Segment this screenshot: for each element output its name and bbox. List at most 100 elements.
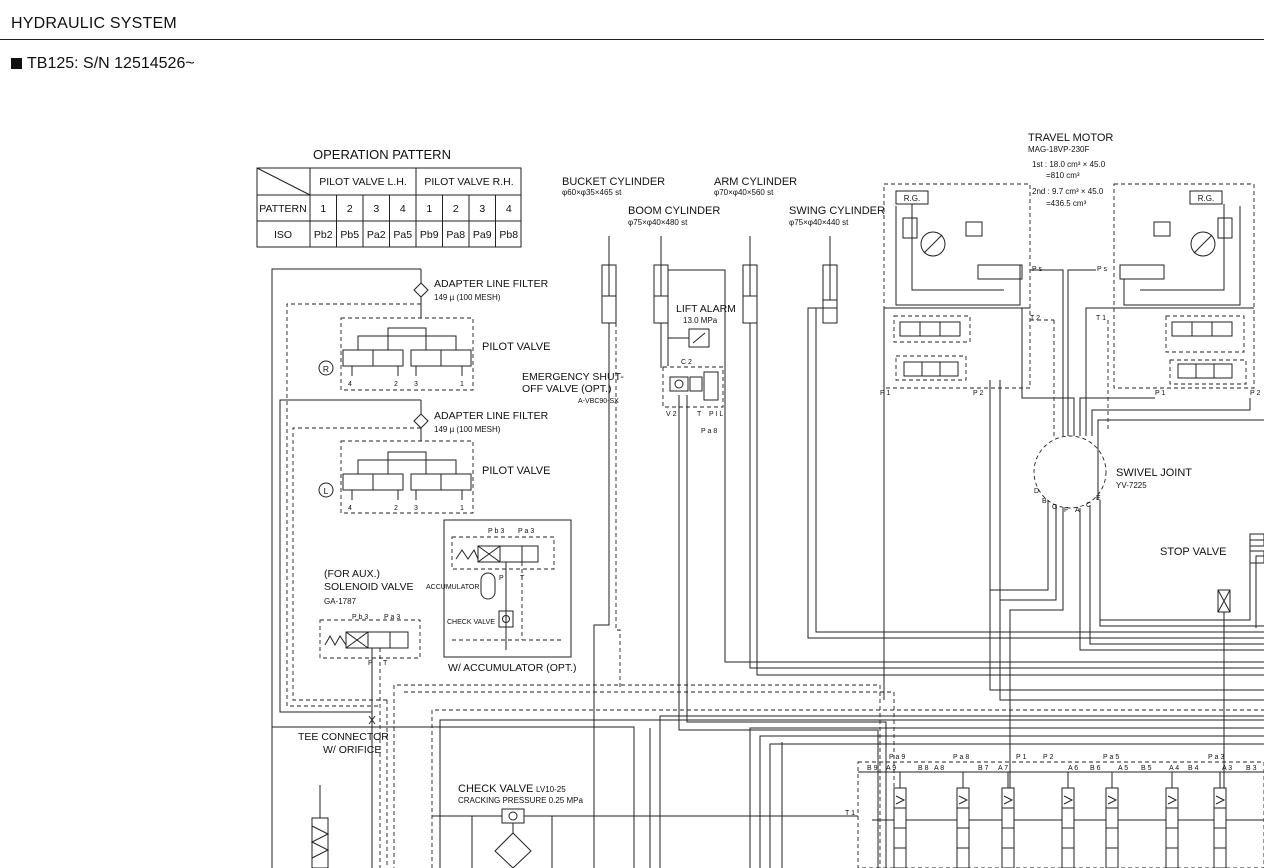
pattern-number-cell: 4 (400, 203, 406, 215)
accum-port-t: T (520, 575, 525, 582)
emergency-port-pa8: P a 8 (701, 428, 717, 435)
swivel-joint-model: YV-7225 (1116, 481, 1147, 490)
main-piping (397, 269, 1264, 868)
emergency-port-v2: V 2 (666, 411, 677, 418)
travel-motor-labels: TRAVEL MOTOR MAG-18VP-230F 1st : 18.0 cm… (1028, 132, 1113, 208)
iso-port-cell: Pa5 (393, 229, 412, 241)
iso-port-cell: Pa9 (473, 229, 492, 241)
swivel-port-label: F (1064, 507, 1068, 514)
section-title: HYDRAULIC SYSTEM (11, 15, 177, 32)
pilot-lower-port-2: 2 (394, 505, 398, 512)
adapter-filter-lower-label: ADAPTER LINE FILTER (434, 410, 549, 422)
bullet-square-icon (11, 58, 22, 69)
iso-port-cell: Pb9 (420, 229, 439, 241)
left-side-marker-icon (318, 482, 334, 498)
control-valve-port-label: B 8 (918, 765, 929, 772)
header-rule (0, 39, 1264, 40)
swivel-port-label: C (1086, 502, 1091, 509)
control-valve-port-label: B 5 (1141, 765, 1152, 772)
control-valve-port-label: B 4 (1188, 765, 1199, 772)
check-valve: CHECK VALVE LV10-25 CRACKING PRESSURE 0.… (432, 783, 858, 868)
adapter-filter-lower-icon (413, 413, 429, 429)
pattern-number-cell: 3 (373, 203, 379, 215)
travel-port-p2-right: P 2 (1250, 390, 1260, 397)
travel-motor-2nd-a: 2nd : 9.7 cm³ × 45.0 (1032, 187, 1104, 196)
control-valve-port-label: A 4 (1169, 765, 1179, 772)
pattern-number-cell: 1 (426, 203, 432, 215)
control-valve-port-label: A 5 (1118, 765, 1128, 772)
boom-cylinder-spec: φ75×φ40×480 st (628, 218, 688, 227)
solenoid-port-pb3: P b 3 (352, 614, 368, 621)
pilot-lower-port-3: 3 (414, 505, 418, 512)
pilot-circuit: ADAPTER LINE FILTER 149 µ (100 MESH) 4 2… (271, 268, 635, 868)
control-valve-port-label: B 3 (1246, 765, 1257, 772)
travel-port-p1-left: P 1 (880, 390, 890, 397)
arm-cylinder-spec: φ70×φ40×560 st (714, 188, 774, 197)
check-valve-icon (501, 808, 525, 824)
travel-port-ps-right: P s (1097, 266, 1107, 273)
solenoid-port-p: P (368, 660, 373, 667)
pilot-upper-port-3: 3 (414, 381, 418, 388)
adapter-filter-upper-spec: 149 µ (100 MESH) (434, 293, 501, 302)
accum-check-valve-label: CHECK VALVE (447, 619, 495, 626)
rg-label-right: R.G. (1198, 194, 1214, 203)
control-valve-port-label: B 6 (1090, 765, 1101, 772)
lift-alarm-label: LIFT ALARM (676, 303, 736, 315)
model-line: TB125: S/N 12514526~ (11, 55, 195, 73)
pattern-number-cell: 1 (320, 203, 326, 215)
pilot-upper-port-1: 1 (460, 381, 464, 388)
stop-valve-label: STOP VALVE (1160, 546, 1226, 558)
tee-connector-line2: W/ ORIFICE (323, 744, 381, 756)
travel-motor-2nd-b: =436.5 cm³ (1046, 199, 1087, 208)
bucket-cylinder-symbol (601, 236, 617, 324)
iso-port-cell: Pa8 (446, 229, 465, 241)
swivel-port-label: B (1042, 498, 1047, 505)
emergency-valve-line2: OFF VALVE (OPT.) (522, 383, 611, 395)
control-valve-port-label: P a 5 (1103, 754, 1119, 761)
row-label-iso: ISO (274, 229, 292, 241)
iso-port-cell: Pb5 (340, 229, 359, 241)
boom-cylinder-symbol (653, 236, 669, 324)
travel-motor-left-icon (920, 231, 946, 257)
swivel-port-label: D (1034, 488, 1039, 495)
control-valve-port-label: B 9 (867, 765, 878, 772)
check-valve-model: LV10-25 (536, 785, 566, 794)
solenoid-valve-line1: (FOR AUX.) (324, 568, 380, 580)
emergency-valve-line1: EMERGENCY SHUT- (522, 371, 624, 383)
travel-motor-right-icon (1190, 231, 1216, 257)
tee-connector-line1: TEE CONNECTOR (298, 731, 389, 743)
travel-port-p1-right: P 1 (1155, 390, 1165, 397)
emergency-port-c2: C 2 (681, 359, 692, 366)
swivel-joint-label: SWIVEL JOINT (1116, 467, 1192, 479)
pilot-valve-lower: 4 2 3 1 L PILOT VALVE (318, 440, 550, 514)
swing-cylinder-symbol (822, 236, 838, 324)
tee-orifice-icon (368, 715, 376, 725)
control-valve-port-label: P 1 (1016, 754, 1026, 761)
pilot-lower-port-4: 4 (348, 505, 352, 512)
solenoid-valve: (FOR AUX.) SOLENOID VALVE GA-1787 P b 3 … (319, 568, 421, 667)
control-valve-port-label: P a 3 (1208, 754, 1224, 761)
pilot-valve-upper-label: PILOT VALVE (482, 341, 550, 353)
stop-valve: STOP VALVE (1100, 533, 1264, 868)
swing-cylinder-spec: φ75×φ40×440 st (789, 218, 849, 227)
control-valve-port-label: A 6 (1068, 765, 1078, 772)
bucket-cylinder-spec: φ60×φ35×465 st (562, 188, 622, 197)
swivel-port-label: A (1075, 507, 1080, 514)
cylinder-labels: BUCKET CYLINDER φ60×φ35×465 st BOOM CYLI… (562, 176, 885, 227)
control-valve-port-label: P 2 (1043, 754, 1053, 761)
operation-pattern-title: OPERATION PATTERN (313, 147, 451, 162)
travel-motor-model: MAG-18VP-230F (1028, 145, 1089, 154)
swivel-port-label: G (1052, 504, 1057, 511)
arm-cylinder-symbol (742, 236, 758, 324)
travel-port-t1: T 1 (1096, 315, 1106, 322)
table-diagonal (256, 167, 311, 196)
rg-box-right (1189, 190, 1223, 205)
boom-cylinder-label: BOOM CYLINDER (628, 205, 720, 217)
right-side-marker-icon (318, 360, 334, 376)
travel-motor-label: TRAVEL MOTOR (1028, 132, 1113, 144)
iso-port-cell: Pb8 (499, 229, 518, 241)
swing-cylinder-label: SWING CYLINDER (789, 205, 885, 217)
pilot-valve-upper: 4 2 3 1 R PILOT VALVE (318, 317, 550, 391)
iso-port-cell: Pa2 (367, 229, 386, 241)
